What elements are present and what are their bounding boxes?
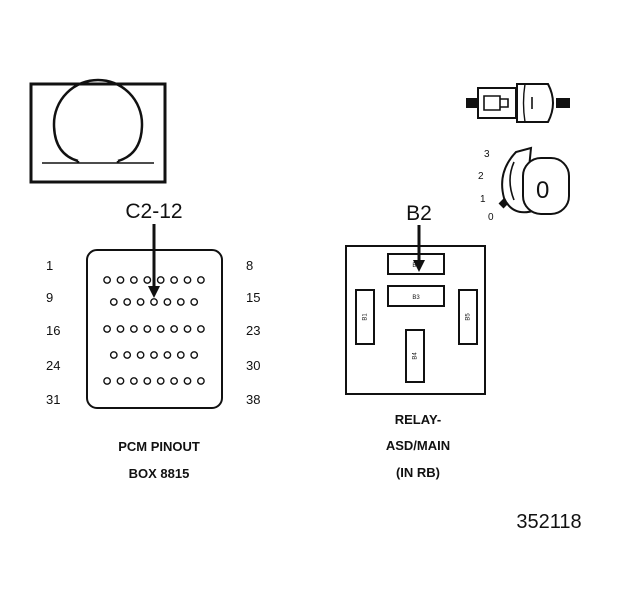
pcm-pin bbox=[196, 325, 205, 333]
pcm-pin-grid bbox=[103, 276, 205, 385]
pcm-pin bbox=[190, 298, 199, 306]
pcm-pin bbox=[183, 377, 192, 385]
pcm-pin bbox=[136, 351, 145, 359]
relay-terminal: B1 bbox=[355, 289, 375, 345]
connector-plug-icon bbox=[466, 83, 570, 123]
pcm-pin bbox=[109, 298, 118, 306]
key-position-2-label: 2 bbox=[478, 171, 484, 182]
pin-label-left: 16 bbox=[46, 323, 60, 338]
pcm-pin bbox=[116, 325, 125, 333]
pin-label-left: 31 bbox=[46, 392, 60, 407]
key-position-0-label: 0 bbox=[488, 212, 494, 223]
pcm-pin bbox=[150, 298, 158, 306]
pcm-pin bbox=[176, 351, 185, 359]
relay-terminal: B4 bbox=[405, 329, 425, 383]
svg-text:B3: B3 bbox=[412, 295, 420, 301]
pcm-pin bbox=[156, 377, 165, 385]
pcm-pin bbox=[170, 377, 179, 385]
pin-label-right: 15 bbox=[246, 290, 260, 305]
pcm-pin bbox=[183, 276, 192, 284]
pin-label-left: 1 bbox=[46, 258, 53, 273]
pcm-pin bbox=[176, 298, 185, 306]
pin-label-right: 23 bbox=[246, 323, 260, 338]
pin-label-left: 24 bbox=[46, 358, 60, 373]
pcm-caption-line1: PCM PINOUT bbox=[118, 439, 200, 454]
pin-label-right: 30 bbox=[246, 358, 260, 373]
relay-terminal: B5 bbox=[458, 289, 478, 345]
pcm-pin bbox=[150, 351, 158, 359]
figure-id: 352118 bbox=[516, 511, 581, 533]
relay-terminal: B3 bbox=[387, 285, 445, 307]
pcm-pin bbox=[156, 325, 165, 333]
pcm-pin bbox=[170, 325, 179, 333]
relay-caption-line3: (IN RB) bbox=[396, 465, 440, 480]
svg-text:B1: B1 bbox=[363, 313, 369, 321]
pcm-pin bbox=[143, 325, 152, 333]
pcm-pin bbox=[196, 377, 205, 385]
key-position-1-label: 1 bbox=[480, 194, 486, 205]
pcm-pin bbox=[123, 298, 132, 306]
pcm-pin bbox=[116, 377, 125, 385]
svg-text:B4: B4 bbox=[413, 352, 419, 360]
pcm-pin bbox=[136, 298, 145, 306]
relay-block: B2 B2 B3 B1 B5 B4 RELAY- ASD/MAIN (IN RB… bbox=[345, 202, 486, 480]
ignition-key-switch-icon: 3 2 1 0 0 bbox=[478, 146, 570, 223]
pcm-pin bbox=[196, 276, 205, 284]
key-position-3-label: 3 bbox=[484, 149, 490, 160]
relay-caption-line1: RELAY- bbox=[395, 412, 441, 427]
relay-caption-line2: ASD/MAIN bbox=[386, 438, 450, 453]
pcm-pin bbox=[123, 351, 132, 359]
pcm-pin bbox=[190, 351, 199, 359]
pcm-pin bbox=[103, 377, 112, 385]
pcm-pin bbox=[109, 351, 118, 359]
pcm-connector: C2-12 1 9 16 24 31 8 15 23 30 38 PCM PIN… bbox=[46, 200, 260, 481]
pin-label-right: 38 bbox=[246, 392, 260, 407]
ohm-symbol-box bbox=[29, 78, 167, 184]
svg-text:B5: B5 bbox=[466, 313, 472, 321]
pcm-pin bbox=[129, 377, 138, 385]
pcm-pin bbox=[116, 276, 125, 284]
pcm-caption-line2: BOX 8815 bbox=[129, 466, 190, 481]
ohm-omega-icon bbox=[42, 78, 154, 164]
pcm-pin bbox=[103, 276, 112, 284]
pcm-pin bbox=[143, 276, 152, 284]
pin-label-right: 8 bbox=[246, 258, 253, 273]
pcm-pin bbox=[183, 325, 192, 333]
pcm-pin bbox=[156, 276, 165, 284]
pcm-callout-label: C2-12 bbox=[125, 200, 182, 223]
pcm-pin bbox=[143, 377, 152, 385]
pcm-pin bbox=[129, 325, 138, 333]
pcm-pin bbox=[163, 298, 172, 306]
relay-callout-label: B2 bbox=[406, 202, 432, 225]
pcm-pin bbox=[163, 351, 172, 359]
relay-terminal: B2 bbox=[387, 253, 445, 275]
pin-label-left: 9 bbox=[46, 290, 53, 305]
pcm-pin bbox=[103, 325, 112, 333]
pcm-pin bbox=[170, 276, 179, 284]
key-face-label: 0 bbox=[536, 177, 549, 204]
pcm-pin bbox=[129, 276, 138, 284]
